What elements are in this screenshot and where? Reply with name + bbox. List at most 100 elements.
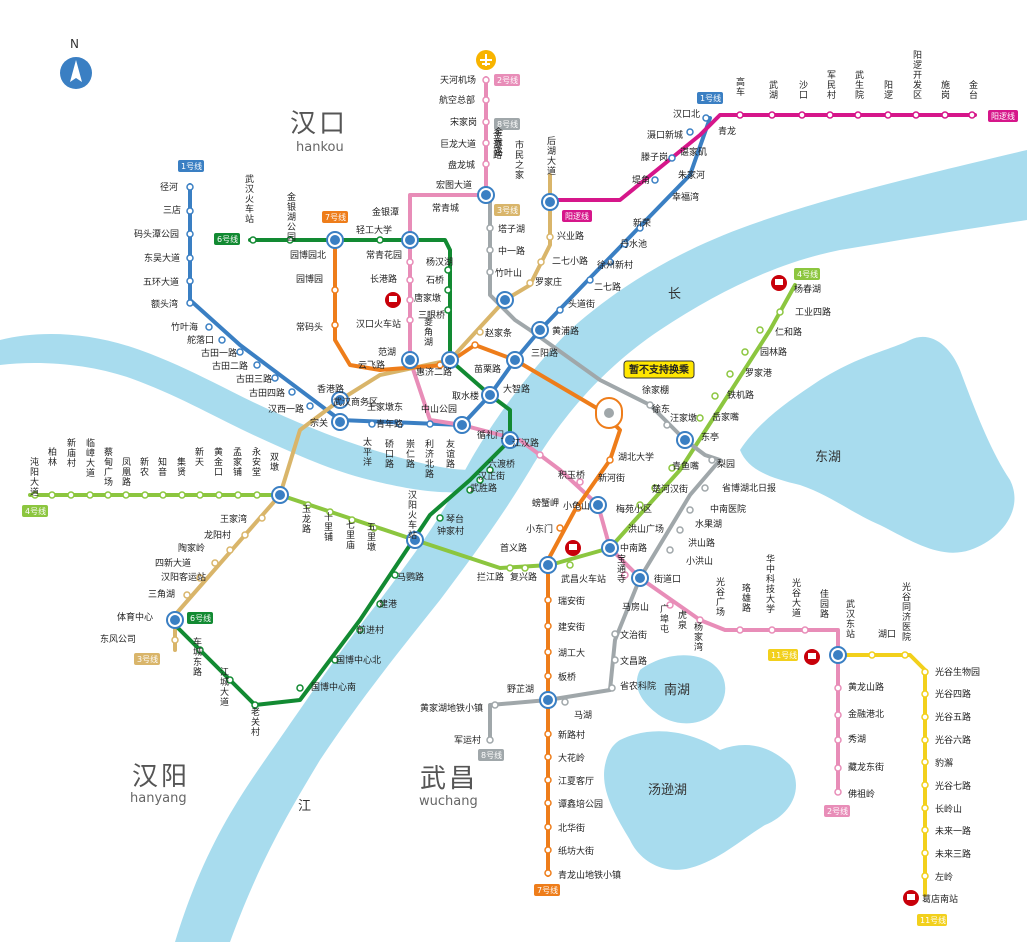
station-label: 轻工大学 xyxy=(356,224,392,236)
station-label: 园林路 xyxy=(760,346,787,358)
station-label: 光谷四路 xyxy=(935,688,971,700)
station-label: 宏图大道 xyxy=(436,179,472,191)
transfer-icon xyxy=(601,539,619,557)
station-label: 佛祖岭 xyxy=(848,788,875,800)
station-label: 黄浦路 xyxy=(552,325,579,337)
station-label: 中山公园 xyxy=(421,403,457,415)
station-label: 湖北大学 xyxy=(618,451,654,463)
station-label: 汪家墩 xyxy=(670,412,697,424)
svg-text:东湖: 东湖 xyxy=(815,450,841,465)
station-label: 金潭路 xyxy=(493,129,502,161)
south-lake xyxy=(636,655,726,724)
station-label: 堤角 xyxy=(632,174,650,186)
line8-tag-south xyxy=(478,749,504,761)
yangtze-river xyxy=(175,150,1027,942)
station-label: 径河 xyxy=(160,181,178,193)
station-label: 二七小路 xyxy=(552,255,588,267)
railway-stations xyxy=(385,275,919,906)
east-lake xyxy=(740,336,1015,553)
district-labels: 汉口 hankou 汉阳 hanyang 武昌 wuchang xyxy=(130,109,478,809)
station-label: 武胜路 xyxy=(470,482,497,494)
station-label: 板桥 xyxy=(558,671,576,683)
station-label: 珞雄路 xyxy=(742,582,751,614)
line-tags: 1号线 1号线 2号线 2号线 3号线 3号线 4号线 4号线 6号线 6号线 … xyxy=(22,74,1018,926)
station-label: 光谷六路 xyxy=(935,734,971,746)
station-label: 丹水池 xyxy=(620,238,647,250)
station-label: 长港路 xyxy=(370,273,397,285)
line4-tag xyxy=(22,505,48,517)
station-label: 赵家条 xyxy=(485,327,512,339)
station-label: 东风公司 xyxy=(100,633,136,645)
transfer-icon xyxy=(501,431,519,449)
station-label: 积玉桥 xyxy=(558,469,585,481)
line6-tag xyxy=(214,233,240,245)
station-label: 惠济二路 xyxy=(416,366,452,378)
station-label: 省农科院 xyxy=(620,680,656,692)
transfer-icon xyxy=(477,186,495,204)
line1-tag-east xyxy=(697,92,723,104)
station-label: 梅苑小区 xyxy=(616,503,652,515)
svg-text:11号线: 11号线 xyxy=(920,915,946,925)
station-label: 知音 xyxy=(158,456,167,478)
station-label: 瑞安街 xyxy=(558,595,585,607)
station-label: 新天 xyxy=(195,446,204,468)
station-label: 东亭 xyxy=(701,431,719,443)
station-label: 新路村 xyxy=(558,729,585,741)
station-label: 高车 xyxy=(736,76,745,98)
station-label: 佳园路 xyxy=(820,588,829,620)
station-label: 中南路 xyxy=(620,542,647,554)
transfer-icon xyxy=(166,611,184,629)
station-label: 王家墩东 xyxy=(367,401,403,413)
station-label: 老关村 xyxy=(251,706,260,738)
station-label: 园博园 xyxy=(296,273,323,285)
station-label: 四新大道 xyxy=(155,557,191,569)
station-label: 徐东 xyxy=(652,403,670,415)
line2-route xyxy=(408,76,840,792)
station-label: 金银潭 xyxy=(372,206,399,218)
svg-text:3号线: 3号线 xyxy=(137,654,158,664)
station-label: 三角湖 xyxy=(148,588,175,600)
transfer-icon xyxy=(589,496,607,514)
station-label: 汉口火车站 xyxy=(356,318,401,330)
station-label: 国博中心北 xyxy=(336,654,381,666)
station-label: 六渡桥 xyxy=(488,458,515,470)
station-label: 国博中心南 xyxy=(311,681,356,693)
station-label: 湖工大 xyxy=(558,647,585,659)
station-label: 陶家岭 xyxy=(178,542,205,554)
station-label: 武汉东站 xyxy=(846,598,855,640)
line6-tag-south xyxy=(187,612,213,624)
station-label: 广埠屯 xyxy=(660,603,669,635)
station-label: 楚河汉街 xyxy=(652,483,688,495)
station-labels: 径河三店码头潭公园东吴大道五环大道额头湾竹叶海舵落口古田一路古田二路古田三路古田… xyxy=(30,50,980,905)
station-label: 后湖大道 xyxy=(547,136,556,177)
station-label: 武汉商务区 xyxy=(333,396,378,408)
station-label: 园博园北 xyxy=(290,249,326,261)
transfer-icon xyxy=(506,351,524,369)
station-label: 宝通寺 xyxy=(617,553,626,585)
station-label: 循礼门 xyxy=(477,429,504,441)
station-label: 滕子岗 xyxy=(641,151,668,163)
transfer-icon xyxy=(441,351,459,369)
station-label: 建港 xyxy=(379,598,397,610)
station-label: 首义路 xyxy=(500,542,527,554)
station-label: 大智路 xyxy=(503,383,530,395)
tangxun-lake xyxy=(604,731,796,870)
station-label: 常青城 xyxy=(432,202,459,214)
svg-text:8号线: 8号线 xyxy=(481,750,502,760)
station-dots xyxy=(31,76,976,880)
station-label: 武生院 xyxy=(855,69,864,101)
station-label: 唐家墩 xyxy=(414,292,441,304)
station-label: 杨汉湖 xyxy=(426,256,453,268)
svg-text:4号线: 4号线 xyxy=(25,506,46,516)
station-label: 航空总部 xyxy=(439,94,475,106)
station-label: 取水楼 xyxy=(452,390,479,402)
station-label: 王家湾 xyxy=(220,513,247,525)
line7-tag-south xyxy=(534,884,560,896)
station-label: 黄金口 xyxy=(214,446,223,478)
line3-tag-south xyxy=(134,653,160,665)
han-river xyxy=(0,334,470,493)
transfer-icon xyxy=(406,531,424,549)
station-label: 宋家岗 xyxy=(450,116,477,128)
station-label: 岳家嘴 xyxy=(712,411,739,423)
station-label: 杨家湾 xyxy=(694,621,703,653)
